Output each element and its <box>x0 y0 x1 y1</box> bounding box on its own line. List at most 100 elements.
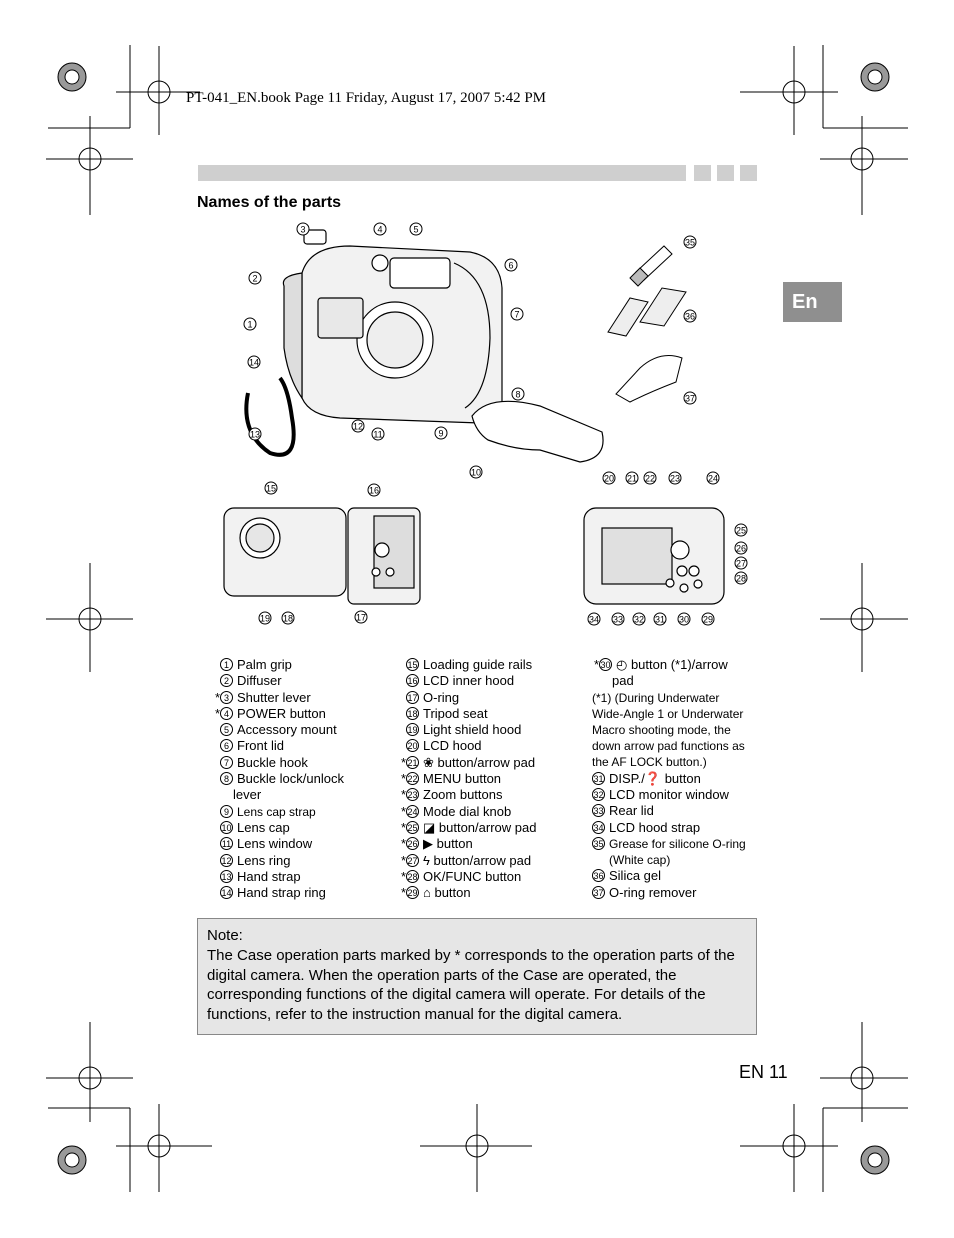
svg-text:3: 3 <box>300 225 305 235</box>
callout-34: 34 <box>587 612 601 626</box>
list-item-continuation: pad <box>612 673 634 689</box>
title-square <box>717 165 734 181</box>
section-title: Names of the parts <box>197 194 342 211</box>
list-item: *30◴ button (*1)/arrow <box>593 657 728 672</box>
callout-10: 10 <box>469 465 483 479</box>
svg-text:19: 19 <box>260 614 270 624</box>
list-item-continuation: lever <box>233 787 262 803</box>
list-item: *26▶ button <box>400 836 473 852</box>
callout-27: 27 <box>734 556 748 570</box>
list-item-continuation: (White cap) <box>609 853 671 868</box>
svg-text:35: 35 <box>685 238 695 248</box>
callout-24: 24 <box>706 471 720 485</box>
book-header: PT-041_EN.book Page 11 Friday, August 17… <box>186 90 547 106</box>
svg-text:4: 4 <box>377 225 382 235</box>
callout-6: 6 <box>504 258 518 272</box>
callout-2: 2 <box>248 271 262 285</box>
callout-20: 20 <box>602 471 616 485</box>
callout-26: 26 <box>734 541 748 555</box>
title-bar <box>198 165 686 181</box>
svg-text:1: 1 <box>247 320 252 330</box>
svg-text:34: 34 <box>589 615 599 625</box>
callout-18: 18 <box>281 611 295 625</box>
note-box: Note: The Case operation parts marked by… <box>197 918 757 1035</box>
callout-25: 25 <box>734 523 748 537</box>
svg-text:21: 21 <box>627 474 637 484</box>
callout-15: 15 <box>264 481 278 495</box>
svg-text:8: 8 <box>515 390 520 400</box>
svg-text:10: 10 <box>471 468 481 478</box>
callout-35: 35 <box>683 235 697 249</box>
callout-22: 22 <box>643 471 657 485</box>
svg-text:28: 28 <box>736 574 746 584</box>
callout-19: 19 <box>258 611 272 625</box>
camera-back-illustration: 20 21 22 23 24 25 26 27 28 34 33 32 31 3… <box>583 471 748 626</box>
svg-text:22: 22 <box>645 474 655 484</box>
svg-text:5: 5 <box>413 225 418 235</box>
callout-4: 4 <box>373 222 387 236</box>
svg-text:32: 32 <box>634 615 644 625</box>
svg-text:15: 15 <box>266 484 276 494</box>
callout-13: 13 <box>248 427 262 441</box>
svg-text:27: 27 <box>736 559 746 569</box>
camera-front-illustration: 3 4 5 6 2 7 1 14 8 12 11 9 13 10 <box>243 222 604 479</box>
callout-30: 30 <box>677 612 691 626</box>
callout-21: 21 <box>625 471 639 485</box>
svg-text:37: 37 <box>685 394 695 404</box>
page-number: EN 11 <box>739 1062 788 1082</box>
note-heading: Note: <box>207 927 243 944</box>
callout-36: 36 <box>683 309 697 323</box>
svg-text:23: 23 <box>670 474 680 484</box>
svg-text:25: 25 <box>736 526 746 536</box>
title-square <box>740 165 757 181</box>
callout-12: 12 <box>351 419 365 433</box>
callout-8: 8 <box>511 387 525 401</box>
callout-32: 32 <box>632 612 646 626</box>
title-square <box>694 165 711 181</box>
list-item: *25◪ button/arrow pad <box>400 819 537 835</box>
svg-text:17: 17 <box>356 613 366 623</box>
callout-3: 3 <box>296 222 310 236</box>
svg-text:2: 2 <box>252 274 257 284</box>
svg-text:30: 30 <box>679 615 689 625</box>
callout-7: 7 <box>510 307 524 321</box>
callout-11: 11 <box>371 427 385 441</box>
callout-1: 1 <box>243 317 257 331</box>
svg-text:26: 26 <box>736 544 746 554</box>
note-body: The Case operation parts marked by * cor… <box>207 946 735 1024</box>
svg-text:31: 31 <box>655 615 665 625</box>
list-item: *29⌂ button <box>400 885 471 901</box>
callout-14: 14 <box>247 355 261 369</box>
footnote: (*1) (During Underwater Wide-Angle 1 or … <box>592 690 745 770</box>
callout-5: 5 <box>409 222 423 236</box>
callout-29: 29 <box>701 612 715 626</box>
svg-text:36: 36 <box>685 312 695 322</box>
svg-text:13: 13 <box>250 430 260 440</box>
svg-text:24: 24 <box>708 474 718 484</box>
callout-17: 17 <box>354 610 368 624</box>
callout-28: 28 <box>734 571 748 585</box>
